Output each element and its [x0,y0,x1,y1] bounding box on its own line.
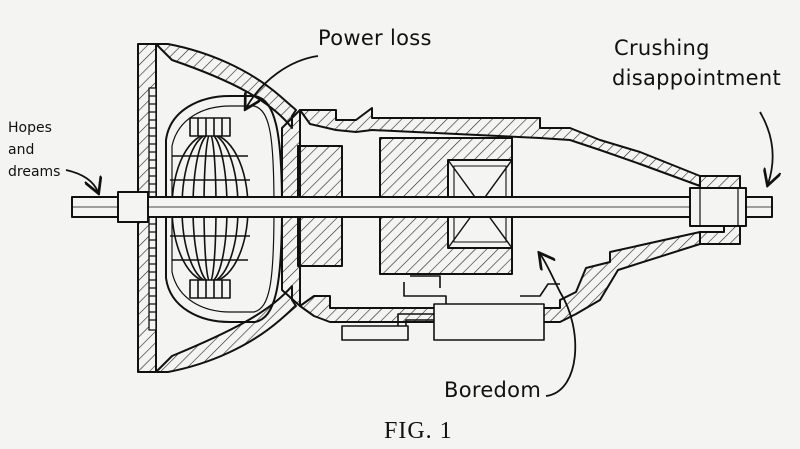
label-crushing-line2: disappointment [612,66,781,90]
power-loss-arrow [246,55,319,108]
crushing-arrow [759,111,773,184]
label-power-loss: Power loss [318,26,432,50]
main-shaft [71,187,773,227]
case-bottom-wall [299,231,701,323]
valve-body [341,275,560,341]
figure-caption: FIG. 1 [384,418,453,444]
bell-housing-lower [155,285,297,373]
label-hopes-line1: Hopes [8,120,52,136]
label-hopes-line2: and [8,142,35,158]
label-boredom: Boredom [444,378,542,402]
label-hopes-line3: dreams [8,164,61,180]
hopes-arrow [65,169,98,192]
boredom-arrow [540,254,577,397]
bell-housing-upper [155,43,297,129]
label-crushing-line1: Crushing [614,36,710,60]
case-top-wall [299,107,701,187]
